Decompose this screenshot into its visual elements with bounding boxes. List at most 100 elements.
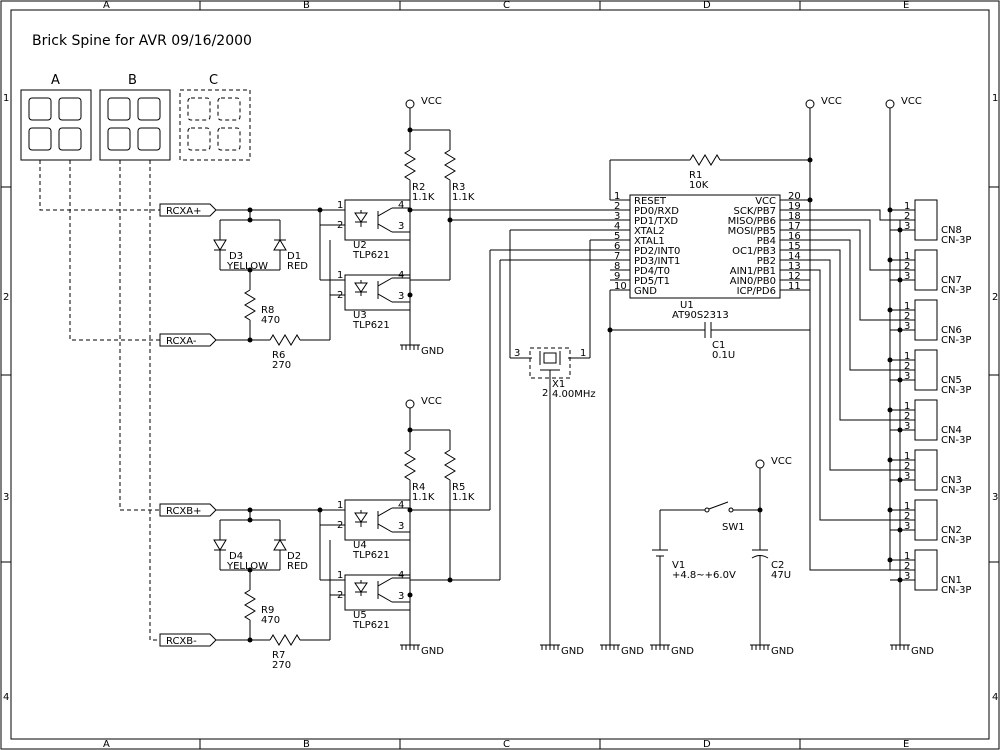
svg-text:GND: GND <box>671 646 694 657</box>
rcxb-plus-connector: RCXB+ <box>159 503 217 517</box>
frame-labels: A B C D E A B C D E 1 2 3 4 1 2 3 4 <box>3 0 998 750</box>
svg-text:YELLOW: YELLOW <box>226 561 268 572</box>
svg-text:TLP621: TLP621 <box>352 550 390 561</box>
col-label: A <box>103 739 110 750</box>
svg-text:2: 2 <box>337 590 343 601</box>
connector-type: CN-3P <box>941 235 971 246</box>
svg-text:VCC: VCC <box>901 96 922 107</box>
svg-text:GND: GND <box>421 646 444 657</box>
svg-text:4: 4 <box>398 570 404 581</box>
mcu-pin-number: 9 <box>614 271 620 282</box>
svg-text:D1: D1 <box>287 251 301 262</box>
channel-b-input <box>213 509 345 646</box>
connector-ref: CN3 <box>941 475 962 486</box>
mcu-pin-number: 15 <box>788 241 801 252</box>
svg-text:X1: X1 <box>552 379 565 390</box>
svg-text:U1: U1 <box>680 300 694 311</box>
rcxb-minus-connector: RCXB- <box>159 633 217 647</box>
svg-text:TLP621: TLP621 <box>352 620 390 631</box>
svg-text:V1: V1 <box>672 560 685 571</box>
svg-text:U2: U2 <box>353 240 367 251</box>
row-label: 4 <box>3 692 9 703</box>
crystal-x1: 3 1 2 X1 4.00MHz GND <box>509 229 610 657</box>
mcu-pin-name: VCC <box>755 196 776 207</box>
mcu-pin-number: 6 <box>614 241 620 252</box>
svg-text:0.1U: 0.1U <box>712 350 735 361</box>
brick-label: A <box>51 73 60 88</box>
connector-ref: CN5 <box>941 375 962 386</box>
connector-ref: CN4 <box>941 425 962 436</box>
row-label: 1 <box>3 93 9 104</box>
svg-text:VCC: VCC <box>421 96 442 107</box>
junction-dots-pb <box>407 427 453 598</box>
connector-pin-number: 1 <box>904 201 910 212</box>
mcu-pin-name: PD2/INT0 <box>634 246 680 257</box>
input-connectors: RCXA+ RCXA- RCXB+ RCXB- <box>159 203 217 647</box>
mcu-pin-name: PD3/INT1 <box>634 256 680 267</box>
connector-pin-number: 2 <box>904 211 910 222</box>
svg-text:10K: 10K <box>689 180 709 191</box>
svg-text:3: 3 <box>398 221 404 232</box>
svg-text:R9: R9 <box>261 605 274 616</box>
svg-text:GND: GND <box>771 646 794 657</box>
connector-pin-number: 3 <box>904 271 910 282</box>
svg-text:D4: D4 <box>229 551 243 562</box>
svg-text:GND: GND <box>561 646 584 657</box>
connector-pin-number: 3 <box>904 421 910 432</box>
svg-text:2: 2 <box>337 290 343 301</box>
connector-pin-number: 1 <box>904 401 910 412</box>
mcu-pin-number: 19 <box>788 201 801 212</box>
connector-ref: CN2 <box>941 525 962 536</box>
junction-dots-ps <box>757 507 763 513</box>
svg-text:4: 4 <box>398 500 404 511</box>
svg-text:1.1K: 1.1K <box>412 192 435 203</box>
mcu-pin-left: 6 PD2/INT0 <box>610 241 680 257</box>
connector-pin-number: 3 <box>904 521 910 532</box>
pullups-a-labels: VCC R21.1K R31.1K GND <box>412 96 475 357</box>
mcu-pin-name: OC1/PB3 <box>732 246 776 257</box>
svg-text:RCXA-: RCXA- <box>166 336 197 347</box>
svg-text:2: 2 <box>542 388 548 399</box>
row-label: 1 <box>992 93 998 104</box>
svg-text:D2: D2 <box>287 551 301 562</box>
junction-dots-mcu <box>607 157 813 333</box>
svg-text:R1: R1 <box>689 170 702 181</box>
brick-wires <box>39 160 160 641</box>
connector-pin-number: 2 <box>904 261 910 272</box>
brick-label: B <box>128 73 137 88</box>
connector-pin-number: 2 <box>904 461 910 472</box>
brick-b-icon <box>99 89 171 161</box>
mcu-pin-name: AIN1/PB1 <box>730 266 776 277</box>
connector-pin-number: 3 <box>904 571 910 582</box>
mcu-pin-name: PB2 <box>757 256 776 267</box>
connector-pin-number: 1 <box>904 501 910 512</box>
connector-ref: CN8 <box>941 225 962 236</box>
connector-pin-number: 1 <box>904 451 910 462</box>
connector-pin-number: 3 <box>904 321 910 332</box>
svg-text:GND: GND <box>621 646 644 657</box>
row-label: 4 <box>992 692 998 703</box>
svg-text:R4: R4 <box>412 482 425 493</box>
svg-text:RCXA+: RCXA+ <box>166 206 202 217</box>
power-supply: VCC SW1 V1 +4.8~+6.0V C2 47U GND GND <box>650 456 794 657</box>
mcu-pin-name: XTAL1 <box>634 236 665 247</box>
mcu-pin-number: 18 <box>788 211 801 222</box>
connector-pin-number: 3 <box>904 221 910 232</box>
connector-type: CN-3P <box>941 485 971 496</box>
col-label: E <box>903 0 909 11</box>
